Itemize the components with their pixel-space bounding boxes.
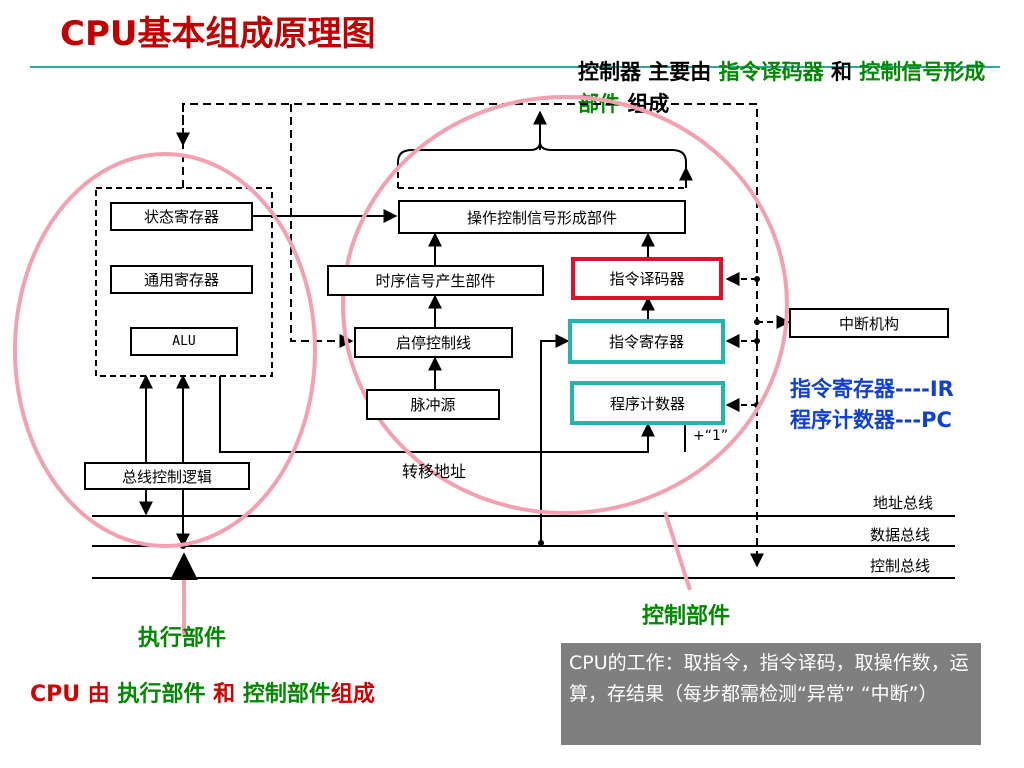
- bus-control-logic-label: 总线控制逻辑: [121, 467, 212, 486]
- cpu-work-description: CPU的工作：取指令，指令译码，取操作数，运算，存结果（每步都需检测“异常” “…: [561, 643, 981, 745]
- program-counter-block: 程序计数器: [570, 381, 725, 425]
- controller-note-text-1: 控制器 主要由: [578, 60, 712, 84]
- slide-title: CPU基本组成原理图: [60, 14, 376, 54]
- alu-label: ALU: [172, 334, 196, 349]
- general-register-block: 通用寄存器: [110, 265, 253, 294]
- general-register-label: 通用寄存器: [143, 271, 219, 289]
- control-bus-label: 控制总线: [870, 557, 931, 575]
- instruction-register-block: 指令寄存器: [568, 319, 725, 364]
- summary-compose: 组成: [330, 682, 375, 707]
- data-bus-label: 数据总线: [870, 526, 931, 544]
- interrupt-mechanism-label: 中断机构: [838, 314, 899, 333]
- abbreviation-note: 指令寄存器----IR 程序计数器---PC: [790, 374, 954, 436]
- abbr-note-ir: 指令寄存器----IR: [790, 377, 954, 401]
- timing-signal-unit-block: 时序信号产生部件: [327, 265, 544, 296]
- instruction-register-label: 指令寄存器: [608, 333, 684, 351]
- status-register-block: 状态寄存器: [110, 202, 253, 231]
- op-control-signal-unit-block: 操作控制信号形成部件: [398, 200, 686, 234]
- program-counter-label: 程序计数器: [609, 394, 685, 413]
- title-divider: [30, 66, 1000, 68]
- summary-cpu: CPU 由: [30, 682, 110, 707]
- summary-exec: 执行部件: [117, 682, 206, 707]
- timing-signal-unit-label: 时序信号产生部件: [375, 272, 496, 290]
- cpu-summary: CPU 由 执行部件 和 控制部件组成: [30, 676, 375, 708]
- summary-and: 和: [213, 682, 236, 707]
- status-register-label: 状态寄存器: [143, 208, 219, 226]
- abbr-note-pc: 程序计数器---PC: [790, 408, 952, 432]
- alu-block: ALU: [130, 327, 238, 356]
- plus-one-label: +“1”: [693, 428, 729, 444]
- op-control-signal-unit-label: 操作控制信号形成部件: [466, 208, 617, 227]
- address-bus-label: 地址总线: [873, 494, 934, 512]
- pulse-source-block: 脉冲源: [366, 389, 500, 420]
- instruction-decoder-block: 指令译码器: [571, 257, 723, 300]
- summary-ctrl: 控制部件: [242, 682, 331, 707]
- control-unit-label: 控制部件: [642, 604, 731, 629]
- start-stop-control-block: 启停控制线: [354, 327, 513, 358]
- execution-unit-label: 执行部件: [138, 626, 227, 651]
- control-unit-ellipse: [341, 95, 789, 515]
- interrupt-mechanism-block: 中断机构: [789, 308, 949, 338]
- start-stop-control-label: 启停控制线: [395, 334, 471, 352]
- exec-unit-ellipse: [13, 152, 317, 548]
- controller-note-and: 和: [830, 60, 852, 84]
- instruction-decoder-label: 指令译码器: [609, 270, 685, 288]
- controller-note-decoder: 指令译码器: [718, 60, 824, 84]
- pulse-source-label: 脉冲源: [410, 396, 456, 414]
- bus-control-logic-block: 总线控制逻辑: [84, 462, 250, 490]
- jump-address-label: 转移地址: [402, 462, 467, 481]
